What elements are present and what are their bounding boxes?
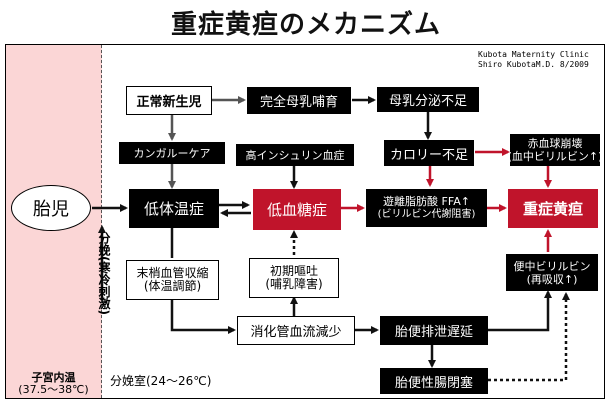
hemolysis-line1: 赤血球崩壊: [527, 137, 583, 150]
page-title: 重症黄疸のメカニズム: [170, 10, 441, 40]
vaso-line1: 末梢血管収縮: [136, 266, 209, 280]
ffa-line2: (ビリルビン代謝阻害): [377, 209, 476, 220]
ffa-line1: 遊離脂肪酸 FFA↑: [383, 195, 470, 208]
uterus-temp-label: 子宮内温: [31, 371, 76, 384]
arrow-ileus-stoolbili: [488, 292, 570, 382]
node-hyperinsulinemia: 高インシュリン血症: [236, 144, 354, 166]
arrow-vaso-gutflow: [170, 300, 236, 334]
node-hypothermia: 低体温症: [129, 189, 219, 228]
node-milk-shortage: 母乳分泌不足: [377, 87, 479, 112]
arrow-stooldelay-stoolbili: [488, 290, 552, 332]
uterus-temperature: 子宮内温 (37.5～38℃): [6, 372, 101, 396]
vomiting-line1: 初期嘔吐: [269, 264, 318, 278]
delivery-room-label: 分娩室(24～26℃): [110, 374, 212, 388]
node-kangaroo-care: カンガルーケア: [119, 142, 225, 164]
stool-bili-line1: 便中ビリルビン: [513, 259, 591, 273]
credit-clinic: Kubota Maternity Clinic: [478, 50, 589, 59]
node-normal-newborn: 正常新生児: [126, 86, 212, 115]
vomiting-line2: (哺乳障害): [265, 277, 323, 291]
node-breastfeeding: 完全母乳哺育: [247, 87, 351, 114]
vaso-line2: (体温調節): [143, 279, 202, 293]
fetus-node: 胎児: [11, 185, 91, 231]
node-hemolysis: 赤血球崩壊 (血中ビリルビン↑): [507, 134, 603, 166]
node-vasoconstriction: 末梢血管収縮 (体温調節): [126, 260, 219, 300]
credit: Kubota Maternity Clinic Shiro KubotaM.D.…: [478, 50, 589, 70]
stool-bili-line2: (再吸収↑): [526, 272, 578, 286]
node-meconium-ileus: 胎便性腸閉塞: [380, 368, 488, 394]
credit-author: Shiro KubotaM.D. 8/2009: [478, 60, 589, 69]
node-calorie-shortage: カロリー不足: [384, 140, 474, 166]
node-stool-bilirubin: 便中ビリルビン (再吸収↑): [506, 254, 598, 291]
node-free-fatty-acid: 遊離脂肪酸 FFA↑ (ビリルビン代謝阻害): [366, 189, 487, 227]
node-hypoglycemia: 低血糖症: [253, 189, 341, 230]
node-gut-blood-flow: 消化管血流減少: [237, 316, 355, 345]
diagram-frame: [5, 44, 605, 399]
delivery-label: 分娩(寒冷刺激): [97, 232, 111, 315]
node-severe-jaundice: 重症黄疸: [508, 189, 598, 228]
uterus-temp-range: (37.5～38℃): [18, 383, 89, 396]
hemolysis-line2: (血中ビリルビン↑): [507, 150, 603, 163]
node-meconium-delay: 胎便排泄遅延: [380, 316, 488, 345]
node-early-vomiting: 初期嘔吐 (哺乳障害): [249, 258, 339, 298]
